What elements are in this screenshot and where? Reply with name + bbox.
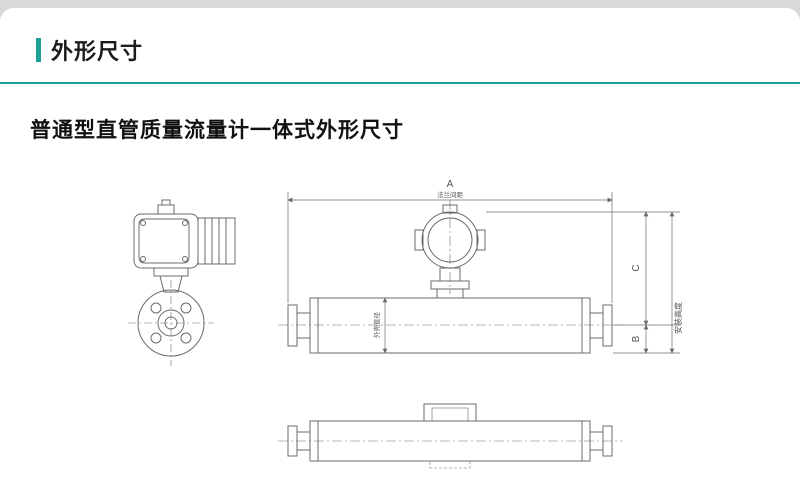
dim-label-a-note: 法兰间距 (437, 190, 464, 199)
dim-label-a: A (447, 179, 454, 190)
dim-label-c: C (631, 264, 642, 271)
dim-label-install-height: 安装高度 (673, 302, 683, 334)
section-header: 外形尺寸 (0, 8, 800, 66)
front-view (128, 199, 236, 366)
dim-label-b: B (631, 335, 642, 342)
dim-label-shell-diameter: 外壳直径 (372, 312, 381, 339)
dimension-drawing-svg: A 法兰间距 C B 安装高度 外壳直径 (128, 179, 683, 469)
side-view (278, 200, 622, 354)
accent-bar (36, 38, 41, 62)
section-title: 外形尺寸 (51, 39, 144, 64)
section-divider (0, 82, 800, 84)
dimension-lines (287, 192, 680, 354)
drawing-subtitle: 普通型直管质量流量计一体式外形尺寸 (30, 119, 404, 142)
technical-drawing: A 法兰间距 C B 安装高度 外壳直径 (0, 168, 800, 485)
top-view (278, 403, 622, 469)
dimension-labels: A 法兰间距 C B 安装高度 外壳直径 (372, 179, 683, 342)
content-card: 外形尺寸 普通型直管质量流量计一体式外形尺寸 (0, 8, 800, 501)
